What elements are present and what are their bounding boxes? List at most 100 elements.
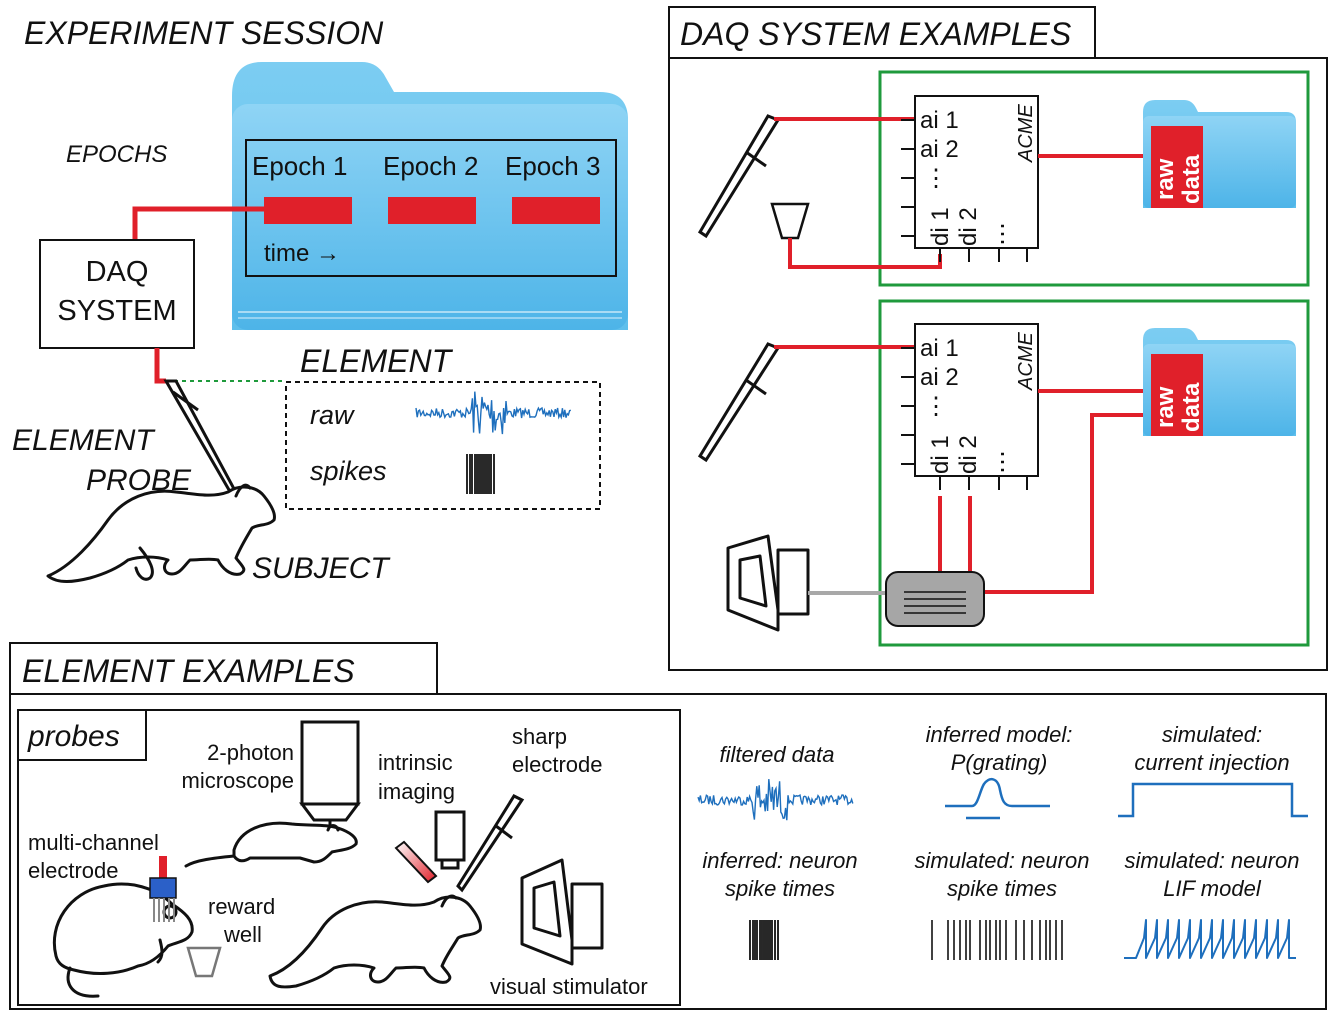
daq2-stim-to-folder-wire (984, 413, 1152, 594)
element-examples-title: ELEMENT EXAMPLES (22, 653, 355, 689)
reward-well-icon (186, 946, 222, 978)
daq2-visual-stimulator-monitor (726, 534, 810, 632)
daq2-ai-more: ⋮ (924, 393, 948, 420)
sharp-electrode-icon (456, 794, 525, 893)
element-examples-panel: ELEMENT EXAMPLES probes 2-photon microsc… (9, 642, 1327, 1010)
daq-to-probe-wire (154, 348, 166, 384)
daq2-raw-label: raw (1152, 386, 1179, 428)
daq2-ai1-label: ai 1 (920, 335, 959, 362)
daq1-di-more: ⋯ (989, 222, 1016, 246)
experiment-session-title: EXPERIMENT SESSION (24, 15, 384, 51)
current-injection-trace (1118, 782, 1308, 818)
light-source-icon (394, 840, 438, 884)
subject-ferret-drawing (46, 483, 276, 583)
daq-label-line2: SYSTEM (57, 295, 176, 327)
probes-frame (17, 709, 681, 1006)
inferred-spikes-label-line1: inferred: neuron (702, 848, 857, 873)
element-box (285, 381, 601, 510)
daq1-raw-label: raw (1152, 158, 1179, 200)
epoch-1-block (264, 197, 352, 224)
daq1-electrode (697, 114, 781, 239)
rat-with-implant (53, 882, 194, 998)
element-spike-raster (466, 454, 495, 494)
element-spikes-label: spikes (310, 456, 387, 486)
intrinsic-label-line2: imaging (378, 779, 455, 804)
inferred-spike-raster (749, 920, 779, 960)
session-folder-icon (232, 62, 628, 330)
sharp-label-line1: sharp (512, 724, 567, 749)
daq1-data-label: data (1178, 154, 1205, 204)
daq-examples-title: DAQ SYSTEM EXAMPLES (680, 16, 1071, 52)
epoch-1-label: Epoch 1 (252, 151, 347, 181)
daq2-device-box (914, 323, 1039, 477)
daq2-ai2-label: ai 2 (920, 364, 959, 391)
daq-example-1-boundary (878, 70, 1310, 287)
sim-current-label-line1: simulated: (1162, 722, 1262, 747)
daq1-di1-label: di 1 (927, 207, 954, 246)
element-raw-label: raw (310, 400, 355, 430)
mouse-under-microscope (184, 821, 358, 868)
element-examples-frame (9, 693, 1327, 1010)
daq-system-box (39, 239, 195, 349)
epochs-label: EPOCHS (66, 141, 167, 168)
epoch-2-block (388, 197, 476, 224)
raw-signal-trace (415, 391, 572, 435)
filtered-data-trace (697, 779, 854, 821)
daq-label-line1: DAQ (86, 256, 149, 288)
inferred-model-label-line1: inferred model: (926, 722, 1073, 747)
element-title: ELEMENT (300, 343, 454, 379)
daq1-ai1-label: ai 1 (920, 107, 959, 134)
daq-examples-title-tab (668, 6, 1096, 59)
element-examples-title-tab (9, 642, 438, 695)
inferred-spikes-label-line2: spike times (725, 876, 835, 901)
daq2-di1-label: di 1 (927, 435, 954, 474)
daq2-brand-label: ACME (1015, 332, 1037, 391)
subject-label: SUBJECT (252, 552, 391, 585)
daq2-data-label: data (1178, 382, 1205, 432)
daq1-ai2-label: ai 2 (920, 136, 959, 163)
daq2-pins (901, 347, 1028, 490)
time-label: time → (264, 240, 340, 267)
daq1-brand-label: ACME (1015, 104, 1037, 163)
reward-label-line2: well (223, 922, 262, 947)
trace-path (415, 391, 572, 435)
simulated-spike-raster (931, 920, 1063, 960)
intrinsic-label-line1: intrinsic (378, 750, 453, 775)
lif-model-trace (1124, 919, 1296, 959)
trace-path (697, 779, 854, 821)
daq-example-2-boundary (878, 299, 1310, 647)
sim-spikes-label-line2: spike times (947, 876, 1057, 901)
lif-path (1124, 919, 1296, 959)
sim-lif-label-line2: LIF model (1163, 876, 1262, 901)
daq-to-epoch-wire (132, 206, 264, 240)
probes-title: probes (27, 720, 120, 753)
daq2-di-more: ⋯ (989, 450, 1016, 474)
daq2-raw-data-folder (1143, 328, 1296, 436)
daq1-ai-more: ⋮ (924, 165, 948, 192)
daq-examples-panel: DAQ SYSTEM EXAMPLES ai 1 ai 2 ⋮ di 1 di … (668, 6, 1328, 671)
multichannel-label-line2: electrode (28, 858, 119, 883)
inferred-model-label-line2: P(grating) (951, 750, 1048, 775)
daq1-reward-well-sensor (770, 202, 810, 240)
filtered-data-label: filtered data (720, 742, 835, 767)
intrinsic-imaging-camera (434, 810, 466, 870)
sim-current-label-line2: current injection (1134, 750, 1289, 775)
epoch-3-block (512, 197, 600, 224)
reward-label-line1: reward (208, 894, 275, 919)
epoch-3-label: Epoch 3 (505, 151, 600, 181)
daq1-device-box (914, 95, 1039, 249)
two-photon-microscope-icon (299, 720, 361, 826)
ferret-subject-2 (268, 894, 482, 989)
multi-channel-electrode-icon (149, 856, 177, 922)
daq-example-1: ai 1 ai 2 ⋮ di 1 di 2 ⋯ ACME raw data (697, 70, 1310, 287)
multichannel-label-line1: multi-channel (28, 830, 159, 855)
sim-spikes-label-line1: simulated: neuron (915, 848, 1090, 873)
two-photon-label-line1: 2-photon (207, 740, 294, 765)
daq1-di2-label: di 2 (955, 207, 982, 246)
daq2-stimulus-interface (885, 571, 985, 627)
daq-example-2: ai 1 ai 2 ⋮ di 1 di 2 ⋯ ACME raw data (697, 299, 1310, 647)
epoch-2-label: Epoch 2 (383, 151, 478, 181)
probes-title-tab (17, 709, 147, 761)
daq1-pins (901, 119, 1028, 262)
